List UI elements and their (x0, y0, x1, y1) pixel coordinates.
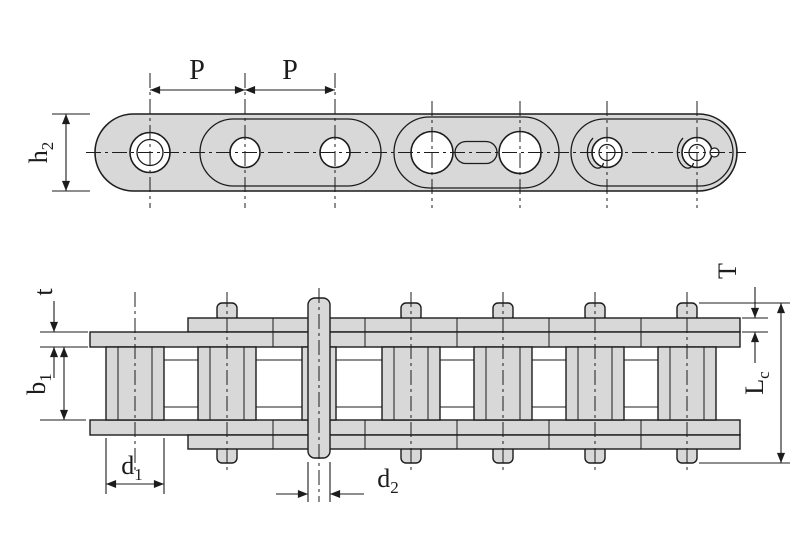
dim-d2: d2 (276, 462, 399, 502)
plan-view (89, 297, 741, 464)
dim-d1: d1 (105, 438, 165, 494)
dim-Lc: Lc (699, 302, 790, 464)
label-T: T (713, 263, 742, 279)
dim-h2: h2 (24, 113, 90, 192)
dim-T: T (713, 263, 768, 363)
label-b1: b1 (22, 373, 55, 395)
plate-joint-lines (272, 318, 642, 449)
inner-plate-edge-lines (164, 359, 658, 408)
centerlines-side (86, 73, 746, 208)
rollers (105, 346, 717, 421)
inner-plate-top (89, 331, 741, 348)
spring-clip (586, 137, 605, 169)
label-pitch-right: P (282, 55, 298, 86)
label-h2: h2 (24, 142, 57, 164)
dim-b1: b1 (22, 347, 86, 421)
dim-pitch-right: P (244, 55, 335, 95)
bushing-edge-lines (117, 347, 705, 420)
label-d1: d1 (121, 451, 143, 484)
inner-plate-bottom (89, 419, 741, 436)
centerlines-plan (134, 288, 688, 502)
label-d2: d2 (377, 464, 399, 497)
label-t: t (29, 288, 58, 296)
outer-plate-top (187, 317, 741, 333)
dim-pitch-left: P (150, 55, 245, 95)
plate-outline-6-7 (570, 118, 734, 187)
label-pitch-left: P (189, 55, 205, 86)
spring-clip (676, 137, 695, 169)
label-Lc: Lc (740, 371, 773, 395)
outer-plate-bottom (187, 434, 741, 450)
